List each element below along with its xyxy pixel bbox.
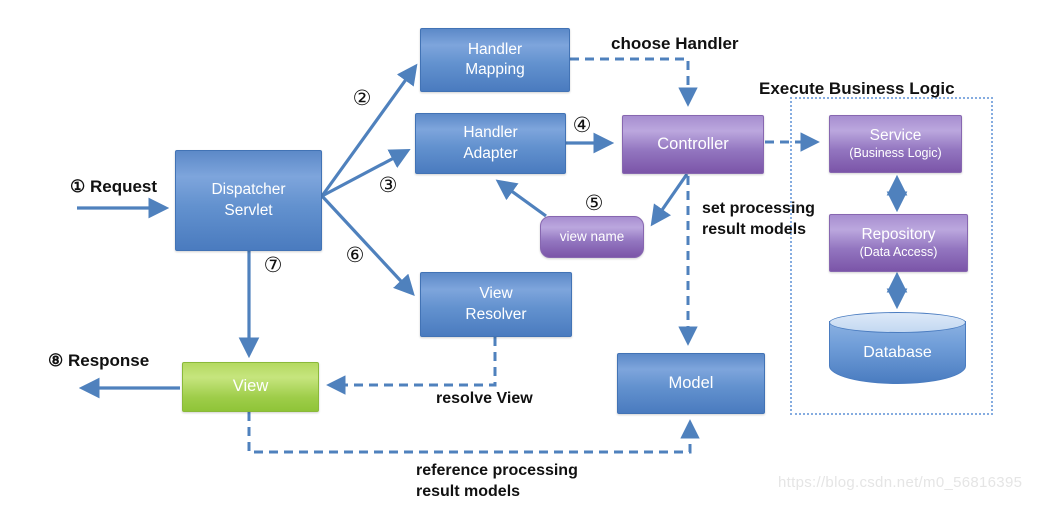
database-label: Database [863,344,932,361]
node-controller: Controller [622,115,764,174]
node-handler-mapping: Handler Mapping [420,28,570,92]
step-2: ② [352,87,372,110]
request-label: ① Request [70,177,158,196]
arrow-view-name-to-adapter [495,179,547,218]
node-service: Service (Business Logic) [829,115,962,173]
service-sublabel: (Business Logic) [849,146,942,161]
reference-processing-label: reference processing result models [416,462,578,500]
step-4: ④ [572,114,592,137]
choose-handler-label: choose Handler [611,34,739,53]
arrow-resolve-view [326,337,497,395]
arrow-reference-view-to-model [247,412,700,454]
arrow-choose-handler [570,57,698,107]
node-view-name: view name [540,216,644,258]
node-model: Model [617,353,765,414]
node-view: View [182,362,319,412]
execute-business-logic-label: Execute Business Logic [759,79,955,98]
node-database: Database [829,312,966,384]
repository-sublabel: (Data Access) [859,245,938,260]
node-dispatcher-servlet: Dispatcher Servlet [175,150,322,251]
repository-label: Repository [861,226,936,244]
watermark: https://blog.csdn.net/m0_56816395 [778,474,1023,491]
response-label: ⑧ Response [48,351,150,370]
node-handler-adapter: Handler Adapter [415,113,566,174]
step-7: ⑦ [263,254,283,277]
node-repository: Repository (Data Access) [829,214,968,272]
set-processing-label: set processing result models [702,200,815,238]
database-cylinder-top [829,312,966,333]
arrow-controller-to-view-name [650,173,689,227]
service-label: Service [869,127,922,145]
resolve-view-label: resolve View [436,390,533,407]
step-5: ⑤ [584,192,604,215]
step-3: ③ [378,174,398,197]
business-logic-frame [790,97,993,415]
step-6: ⑥ [345,244,365,267]
node-view-resolver: View Resolver [420,272,572,337]
